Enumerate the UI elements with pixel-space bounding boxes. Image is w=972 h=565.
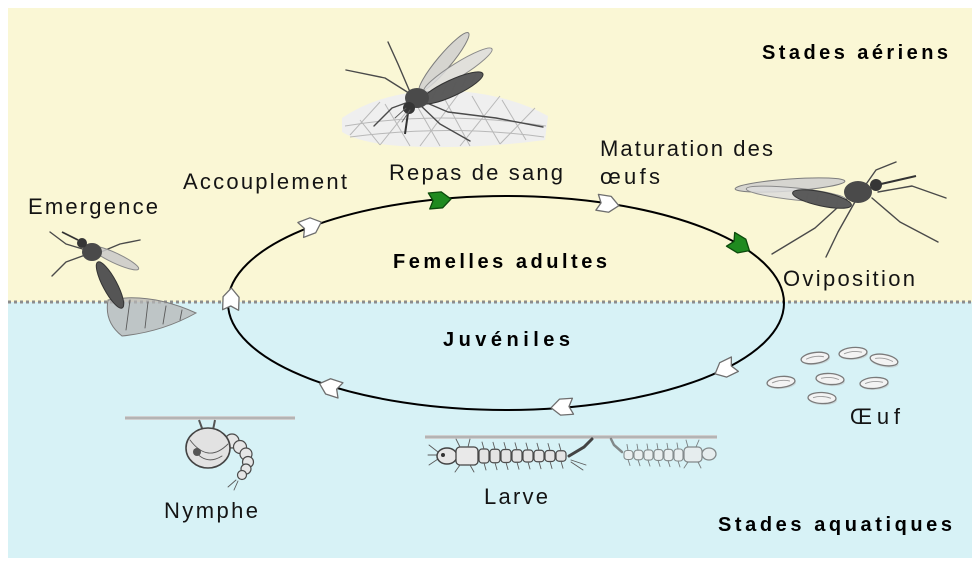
adult-females-label: Femelles adultes (393, 251, 607, 273)
larva-segment (654, 450, 663, 461)
larva-segment (644, 450, 653, 460)
mosquito-head (870, 179, 882, 191)
larva-segment (512, 450, 522, 463)
egg-maturation-label-line-2: œufs (600, 164, 660, 189)
larva-thorax (684, 447, 702, 462)
egg-shell (808, 392, 836, 404)
mosquito-head (77, 238, 87, 248)
larva-segment (501, 450, 511, 463)
larva-segment (479, 449, 489, 463)
larva-segment (674, 449, 683, 461)
larva-segment (556, 451, 566, 462)
larva-segment (523, 450, 533, 462)
emergence-label: Emergence (28, 194, 158, 219)
mosquito-thorax (844, 181, 872, 203)
larva-segment (634, 450, 643, 460)
larva-segment (490, 449, 500, 463)
aquatic-stages-label: Stades aquatiques (718, 514, 952, 536)
larva-thorax (456, 447, 478, 465)
pupa-segment (238, 471, 247, 480)
oviposition-label: Oviposition (783, 266, 915, 291)
larva-label: Larve (484, 484, 548, 509)
blood-meal-label: Repas de sang (389, 160, 563, 185)
egg-maturation-label-line-1: Maturation des (600, 136, 773, 161)
larva-head (437, 448, 457, 464)
larva-segment (545, 451, 555, 462)
juveniles-label: Juvéniles (443, 329, 570, 351)
larva-eye (441, 453, 445, 457)
larva-segment (624, 451, 633, 460)
larva-head (702, 448, 716, 460)
larva-segment (664, 449, 673, 460)
pupa-eye (193, 448, 201, 456)
mating-label: Accouplement (183, 169, 347, 194)
larva-segment (534, 450, 544, 462)
